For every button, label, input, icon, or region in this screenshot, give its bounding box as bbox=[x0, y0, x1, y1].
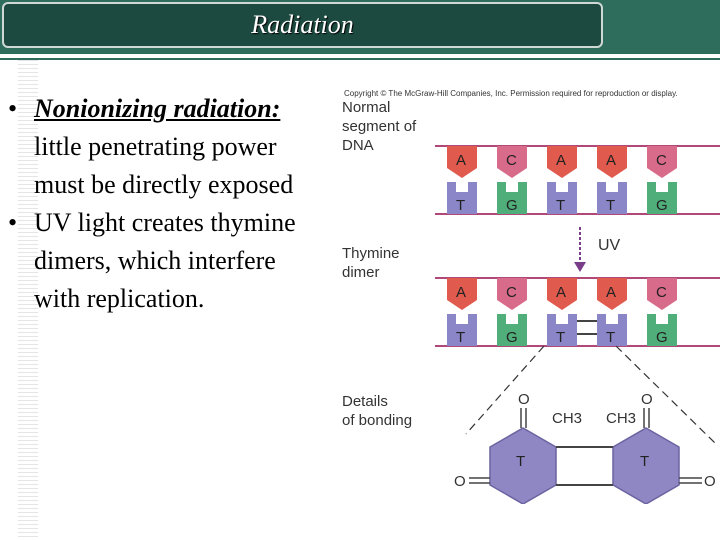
base-top-c bbox=[647, 146, 677, 178]
base-bottom-t bbox=[447, 182, 477, 214]
label-dimer-2: dimer bbox=[342, 264, 380, 281]
title-rule bbox=[0, 58, 720, 60]
normal-dna-segment: A T C G A T A T C G bbox=[447, 146, 677, 214]
base-label-top: A bbox=[456, 284, 466, 301]
ring-right-label: T bbox=[640, 453, 649, 470]
base-bottom-g bbox=[497, 182, 527, 214]
base-top-c bbox=[497, 278, 527, 310]
label-details-1: Details bbox=[342, 393, 388, 410]
base-bottom-t bbox=[447, 314, 477, 346]
base-label-bottom: G bbox=[656, 329, 668, 346]
uv-label: UV bbox=[598, 237, 621, 254]
base-top-a bbox=[547, 278, 577, 310]
base-label-bottom: T bbox=[556, 197, 565, 214]
bullet-dot-icon: • bbox=[8, 208, 18, 237]
base-label-bottom: T bbox=[556, 329, 565, 346]
bullet-list: • Nonionizing radiation: little penetrat… bbox=[6, 90, 296, 318]
base-bottom-g bbox=[497, 314, 527, 346]
base-bottom-t bbox=[597, 314, 627, 346]
ring-left-label: T bbox=[516, 453, 525, 470]
bullet-text: UV light creates thymine dimers, which i… bbox=[34, 208, 296, 313]
base-label-bottom: T bbox=[456, 197, 465, 214]
bullet-item-uv: • UV light creates thymine dimers, which… bbox=[6, 204, 296, 318]
ch3-right: CH3 bbox=[606, 410, 636, 427]
base-label-top: A bbox=[606, 284, 616, 301]
base-label-bottom: T bbox=[456, 329, 465, 346]
base-label-bottom: G bbox=[506, 197, 518, 214]
bullet-text: little penetrating power must be directl… bbox=[34, 132, 294, 199]
label-dimer-1: Thymine bbox=[342, 245, 400, 262]
base-top-a bbox=[597, 278, 627, 310]
base-top-c bbox=[497, 146, 527, 178]
base-label-top: C bbox=[656, 284, 667, 301]
base-label-bottom: T bbox=[606, 329, 615, 346]
base-bottom-g bbox=[647, 314, 677, 346]
title-box: Radiation bbox=[2, 2, 603, 48]
uv-arrow-head-icon bbox=[574, 262, 586, 272]
base-label-bottom: G bbox=[506, 329, 518, 346]
base-label-top: C bbox=[506, 152, 517, 169]
copyright-text: Copyright © The McGraw-Hill Companies, I… bbox=[344, 89, 678, 98]
slide-title: Radiation bbox=[251, 10, 354, 39]
label-normal-3: DNA bbox=[342, 137, 374, 154]
decorative-stripe bbox=[18, 60, 38, 540]
base-label-top: C bbox=[656, 152, 667, 169]
dna-diagram: Copyright © The McGraw-Hill Companies, I… bbox=[342, 89, 720, 504]
label-details-2: of bonding bbox=[342, 412, 412, 429]
atom-o-top-right: O bbox=[641, 391, 653, 408]
label-normal-1: Normal bbox=[342, 99, 390, 116]
base-top-a bbox=[447, 146, 477, 178]
bullet-dot-icon: • bbox=[8, 94, 18, 123]
base-top-c bbox=[647, 278, 677, 310]
base-top-a bbox=[597, 146, 627, 178]
base-bottom-g bbox=[647, 182, 677, 214]
base-label-top: A bbox=[556, 284, 566, 301]
base-bottom-t bbox=[547, 182, 577, 214]
bullet-item-nonionizing: • Nonionizing radiation: little penetrat… bbox=[6, 90, 296, 204]
atom-o-top-left: O bbox=[518, 391, 530, 408]
base-label-bottom: T bbox=[606, 197, 615, 214]
base-label-top: A bbox=[606, 152, 616, 169]
base-top-a bbox=[547, 146, 577, 178]
label-normal-2: segment of bbox=[342, 118, 417, 135]
atom-o-left: O bbox=[454, 473, 466, 490]
base-top-a bbox=[447, 278, 477, 310]
base-label-top: C bbox=[506, 284, 517, 301]
base-label-top: A bbox=[556, 152, 566, 169]
base-bottom-t bbox=[547, 314, 577, 346]
base-bottom-t bbox=[597, 182, 627, 214]
dimer-dna-segment: A T C G A T A T C G bbox=[447, 278, 677, 346]
base-label-bottom: G bbox=[656, 197, 668, 214]
zoom-guide-line bbox=[465, 345, 545, 435]
base-label-top: A bbox=[456, 152, 466, 169]
zoom-guide-line bbox=[615, 345, 717, 445]
ch3-left: CH3 bbox=[552, 410, 582, 427]
atom-o-right: O bbox=[704, 473, 716, 490]
title-bar: Radiation bbox=[0, 0, 720, 54]
bullet-term: Nonionizing radiation: bbox=[34, 94, 281, 123]
dna-figure: Copyright © The McGraw-Hill Companies, I… bbox=[330, 84, 720, 504]
